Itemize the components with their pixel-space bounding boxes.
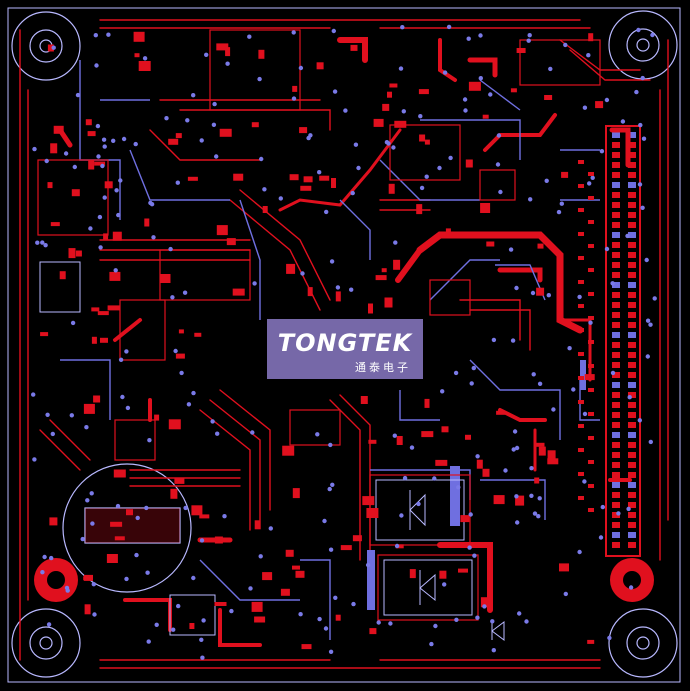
mounting-holes bbox=[11, 10, 678, 678]
logo-brand-text: TONGTEK bbox=[277, 329, 413, 357]
component-footprints bbox=[37, 29, 601, 621]
bottom-pours bbox=[367, 360, 586, 610]
vias bbox=[31, 24, 657, 660]
logo-subtitle-text: 通泰电子 bbox=[355, 361, 411, 374]
tongtek-logo: TONGTEK 通泰电子 bbox=[267, 319, 423, 379]
right-side-pads bbox=[578, 160, 594, 512]
smd-pads bbox=[40, 31, 604, 650]
top-layer-traces bbox=[19, 19, 669, 669]
battery-holder bbox=[62, 463, 192, 593]
board-outline bbox=[7, 7, 681, 683]
right-pin-header bbox=[605, 125, 641, 557]
